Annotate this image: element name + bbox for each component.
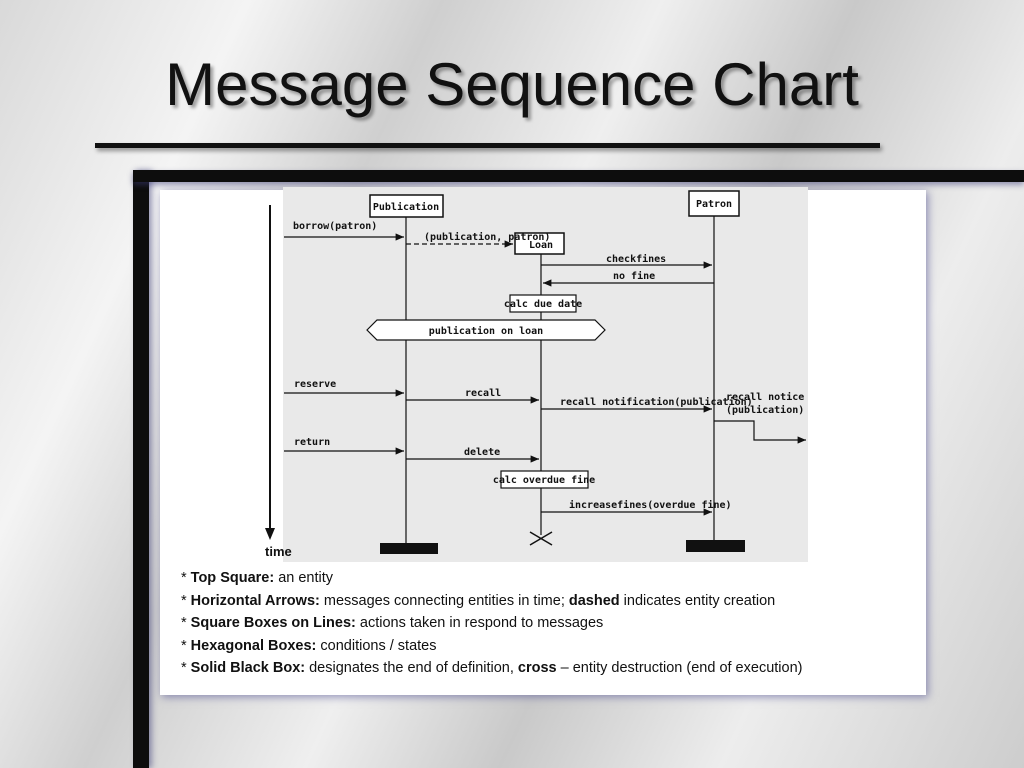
message-label-create-loan: (publication, patron) (424, 231, 550, 243)
legend-term: Horizontal Arrows: (190, 592, 320, 609)
legend-term: Hexagonal Boxes: (190, 637, 317, 654)
entity-box-loan (514, 232, 565, 255)
legend-text-continued: indicates entity creation (619, 592, 776, 609)
end-box-patron (686, 540, 745, 552)
time-axis-arrowhead (265, 528, 275, 540)
recall-notice-output-arrow (714, 420, 806, 444)
message-label-borrow: borrow(patron) (293, 221, 377, 232)
frame-left-bar (133, 170, 149, 768)
legend-text: an entity (274, 570, 334, 586)
legend-text: conditions / states (316, 637, 437, 654)
message-label-no-fine: no fine (613, 270, 655, 282)
message-label-delete: delete (464, 447, 500, 458)
legend-bullet: * (181, 615, 191, 631)
legend-term: Square Boxes on Lines: (190, 615, 356, 631)
message-label-reserve: reserve (294, 379, 336, 390)
action-box-calc-overdue-fine (500, 470, 589, 489)
note-label-recall-notice: recall notice (726, 391, 804, 403)
end-box-publication (380, 543, 438, 554)
time-axis-label: time (265, 544, 292, 559)
legend-text-continued: – entity destruction (end of execution) (556, 660, 803, 676)
legend-item-square-boxes: * Square Boxes on Lines: actions taken i… (181, 612, 802, 635)
legend-term-emphasis: cross (517, 660, 557, 676)
legend-text: actions taken in respond to messages (355, 615, 604, 631)
destruction-cross-loan-b (529, 531, 553, 546)
frame-top-bar (133, 170, 1024, 182)
action-label-calc-overdue-fine: calc overdue fine (493, 474, 595, 486)
entity-label-loan: Loan (529, 240, 553, 251)
condition-hexagon-on-loan (366, 319, 606, 341)
legend-text: messages connecting entities in time; (319, 592, 569, 609)
message-label-increasefines: increasefines(overdue fine) (569, 499, 732, 511)
legend-bullet: * (181, 637, 191, 654)
note-label-publication: (publication) (726, 404, 804, 416)
condition-label-on-loan: publication on loan (429, 325, 543, 337)
legend: * Top Square: an entity * Horizontal Arr… (181, 567, 802, 680)
message-label-recall: recall (465, 388, 501, 399)
legend-term-emphasis: dashed (568, 592, 620, 609)
entity-label-patron: Patron (696, 199, 732, 210)
message-label-recall-notification: recall notification(publication) (560, 396, 753, 408)
legend-item-top-square: * Top Square: an entity (181, 567, 802, 590)
message-label-return: return (294, 437, 330, 448)
title-underline (95, 143, 880, 148)
legend-bullet: * (181, 660, 191, 676)
entity-label-publication: Publication (373, 201, 439, 213)
legend-item-horizontal-arrows: * Horizontal Arrows: messages connecting… (181, 590, 802, 613)
legend-item-solid-black-box: * Solid Black Box: designates the end of… (181, 657, 802, 680)
legend-term: Top Square: (190, 570, 275, 586)
legend-text: designates the end of definition, (305, 660, 518, 676)
legend-item-hexagonal-boxes: * Hexagonal Boxes: conditions / states (181, 635, 802, 658)
legend-term: Solid Black Box: (190, 660, 306, 676)
legend-bullet: * (181, 570, 191, 586)
action-label-calc-due-date: calc due date (504, 299, 582, 310)
message-label-checkfines: checkfines (606, 253, 666, 265)
action-box-calc-due-date (509, 294, 577, 313)
legend-bullet: * (181, 592, 191, 609)
slide-title: Message Sequence Chart (165, 51, 859, 118)
